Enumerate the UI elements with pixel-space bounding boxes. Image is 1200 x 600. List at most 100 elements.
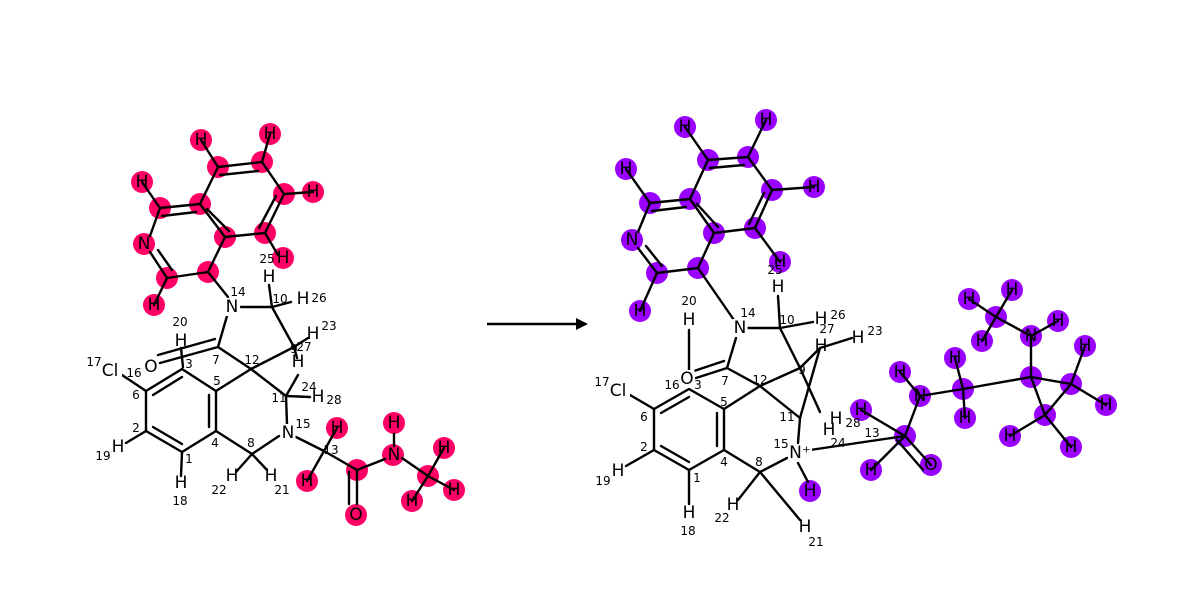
atom-label: H: [959, 408, 972, 428]
bond: [753, 226, 782, 264]
atom-index: 21: [808, 535, 823, 549]
bond: [179, 346, 185, 369]
atom-index: 3: [185, 357, 193, 371]
bond: [1043, 413, 1073, 449]
atom-label: N: [282, 423, 295, 443]
bond: [695, 202, 720, 229]
bond: [198, 202, 227, 239]
bond: [953, 356, 965, 391]
bond: [687, 387, 726, 411]
atom-label: H: [1065, 437, 1078, 457]
bond: [650, 205, 688, 213]
atom-index: 12: [244, 353, 259, 367]
bond: [687, 448, 726, 472]
bond: [206, 235, 227, 274]
atom-label-halo: [679, 370, 695, 388]
bond: [652, 387, 691, 411]
bond: [818, 336, 854, 350]
bond: [692, 359, 726, 373]
bond: [250, 434, 281, 456]
bond: [218, 169, 260, 177]
atom-label-halo: [224, 298, 240, 316]
bond: [140, 180, 162, 210]
atom-label: N: [626, 230, 639, 250]
atom-label: O: [924, 455, 937, 475]
bond: [694, 366, 729, 380]
bond: [903, 434, 933, 467]
atom-label: H: [772, 277, 785, 297]
bond: [725, 336, 738, 370]
bond: [746, 155, 774, 192]
reactant-index-labels: 17 16 6 2 19 1 18 4 8 22 21 5 3 7 20 12 …: [86, 252, 341, 508]
atom-index: 24: [301, 380, 316, 394]
atom-index: 13: [864, 426, 879, 440]
atom-index: 4: [720, 455, 728, 469]
bond: [636, 201, 652, 234]
bond: [199, 138, 220, 169]
atom-label: H: [331, 418, 344, 438]
atom-index: 6: [132, 388, 140, 402]
atom-index: 14: [230, 285, 245, 299]
atom-index: 7: [721, 374, 729, 388]
bond: [746, 118, 768, 159]
atom-label: H: [815, 309, 828, 329]
bond: [179, 450, 184, 478]
bond: [205, 207, 231, 233]
bond: [688, 158, 710, 201]
atom-label: O: [349, 505, 362, 525]
bond: [1029, 375, 1047, 417]
bond: [270, 300, 293, 309]
atom-label-halo: [98, 362, 122, 380]
bond: [214, 429, 254, 456]
atom-label: H: [804, 481, 817, 501]
bond: [400, 456, 430, 478]
bond: [655, 266, 700, 275]
bond: [644, 244, 664, 268]
atom-label: H: [265, 466, 278, 486]
atom-index: 28: [326, 393, 341, 407]
bond: [148, 206, 162, 238]
atom-label: H: [175, 473, 188, 493]
atom-index: 5: [213, 374, 221, 388]
atom-index: 22: [714, 511, 729, 525]
atom-label: H: [307, 324, 320, 344]
atom-label: H: [1052, 311, 1065, 331]
atom-label: H: [1006, 280, 1019, 300]
atom-index: 9: [290, 342, 298, 356]
atom-label-halo: [606, 382, 630, 400]
product-highlight-atom: [799, 480, 821, 502]
atom-label: H: [976, 331, 989, 351]
bond: [223, 231, 267, 239]
bond: [683, 125, 710, 162]
atom-index: 12: [752, 373, 767, 387]
bond: [706, 155, 750, 162]
atom-index: 25: [259, 252, 274, 266]
bond: [961, 375, 1033, 391]
bond: [165, 270, 210, 280]
bond: [736, 470, 762, 502]
bond: [903, 394, 922, 438]
atom-index: 16: [664, 378, 679, 392]
bond: [216, 345, 253, 371]
atom-label: H: [894, 362, 907, 382]
atom-index: 19: [95, 449, 110, 463]
atom-index: 8: [755, 455, 763, 469]
atom-label: H: [263, 267, 276, 287]
bond: [796, 461, 810, 484]
atom-index: 17: [594, 375, 609, 389]
bond: [270, 305, 296, 349]
atom-label: H: [727, 495, 740, 515]
atom-label: H: [448, 480, 461, 500]
reactant-highlight-atom: [383, 412, 405, 434]
bond: [426, 446, 446, 478]
bond: [624, 448, 656, 468]
atom-index: 8: [247, 436, 255, 450]
bond: [994, 288, 1014, 319]
arrowhead-icon: [576, 318, 588, 330]
bond: [859, 408, 907, 438]
atom-label: H: [683, 503, 696, 523]
bond: [305, 449, 326, 483]
bond: [967, 297, 998, 319]
bond: [708, 163, 746, 170]
bond: [260, 132, 272, 164]
